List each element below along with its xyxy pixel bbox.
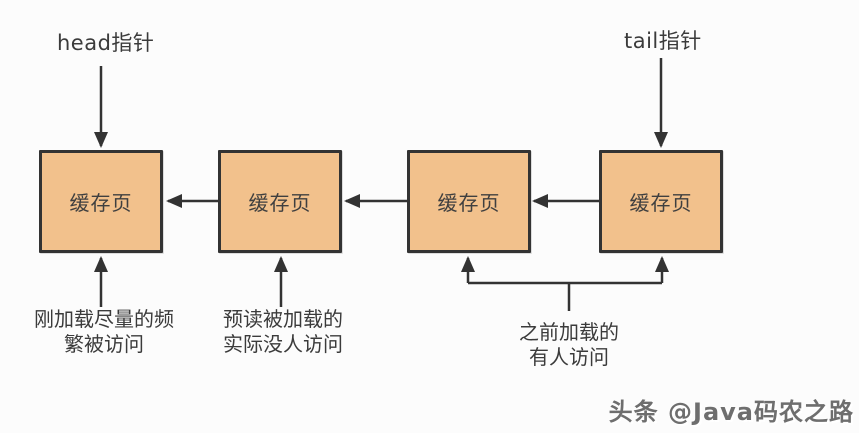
cache-page-label-1: 缓存页: [69, 191, 133, 215]
cache-page-box-3: 缓存页: [407, 150, 531, 253]
head-pointer-label: head指针: [57, 31, 155, 55]
cache-page-box-1: 缓存页: [39, 150, 163, 253]
annotation-previously-loaded-accessed: 之前加载的 有人访问: [519, 320, 619, 369]
annotation-preloaded-not-accessed: 预读被加载的 实际没人访问: [223, 307, 343, 356]
tail-pointer-label: tail指针: [624, 29, 702, 53]
cache-page-box-4: 缓存页: [599, 150, 723, 253]
cache-page-label-3: 缓存页: [437, 191, 501, 215]
cache-page-box-2: 缓存页: [218, 150, 342, 253]
annotation-just-loaded-frequently-accessed: 刚加载尽量的频 繁被访问: [34, 307, 174, 356]
watermark-toutiao-handle: 头条 @Java码农之路: [608, 398, 854, 426]
cache-page-label-2: 缓存页: [248, 191, 312, 215]
cache-page-label-4: 缓存页: [629, 191, 693, 215]
